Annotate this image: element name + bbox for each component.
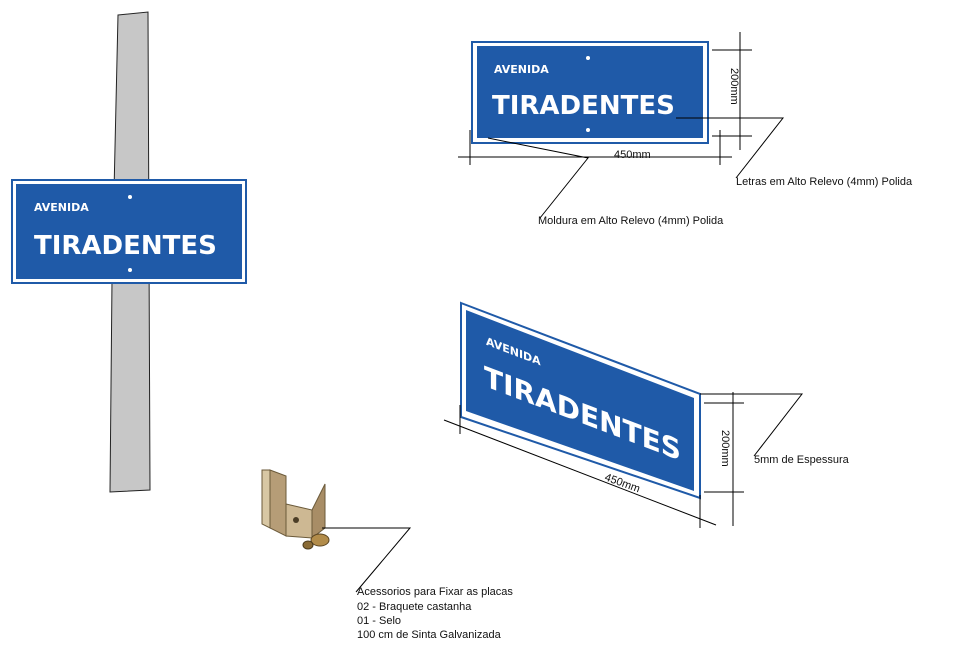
- perspective-sign: AVENIDA TIRADENTES 450mm 200mm 5mm de Es…: [443, 301, 850, 528]
- accessory-item: 02 - Braquete castanha: [357, 601, 472, 613]
- mounted-sign-big-text: TIRADENTES: [34, 231, 217, 261]
- perspective-height-label: 200mm: [719, 430, 731, 467]
- accessory-callout-line: [322, 527, 412, 593]
- perspective-sign-inner: [466, 310, 694, 491]
- mounted-sign-hole-bottom: [128, 268, 132, 272]
- callout-thickness: 5mm de Espessura: [754, 454, 850, 466]
- callout-letters: Letras em Alto Relevo (4mm) Polida: [736, 176, 913, 188]
- accessory-item: 100 cm de Sinta Galvanizada: [357, 629, 502, 641]
- front-height-label: 200mm: [728, 68, 740, 105]
- front-sign-hole-top: [586, 56, 590, 60]
- mounted-sign-hole-top: [128, 195, 132, 199]
- callout-frame: Moldura em Alto Relevo (4mm) Polida: [538, 215, 724, 227]
- perspective-height-dimension: [700, 392, 804, 526]
- front-callout-lines: [487, 117, 785, 219]
- perspective-width-dimension: [443, 405, 717, 528]
- front-view-sign: AVENIDA TIRADENTES 450mm 200mm Letras em…: [458, 32, 913, 227]
- mounted-sign-inner: [16, 184, 242, 279]
- post-with-sign: AVENIDA TIRADENTES: [11, 11, 247, 493]
- front-sign-inner: [477, 46, 703, 138]
- front-sign-big-text: TIRADENTES: [492, 91, 675, 121]
- bracket-icon: [261, 469, 330, 550]
- front-sign-small-text: AVENIDA: [494, 63, 549, 76]
- front-height-dimension: [712, 32, 752, 150]
- front-sign-hole-bottom: [586, 128, 590, 132]
- front-width-label: 450mm: [614, 149, 651, 161]
- accessory-list: Acessorios para Fixar as placas 02 - Bra…: [357, 586, 513, 641]
- seal-icon: [310, 533, 330, 547]
- accessory-item: 01 - Selo: [357, 615, 401, 627]
- mounted-sign-small-text: AVENIDA: [34, 201, 89, 214]
- accessory-title: Acessorios para Fixar as placas: [357, 586, 513, 598]
